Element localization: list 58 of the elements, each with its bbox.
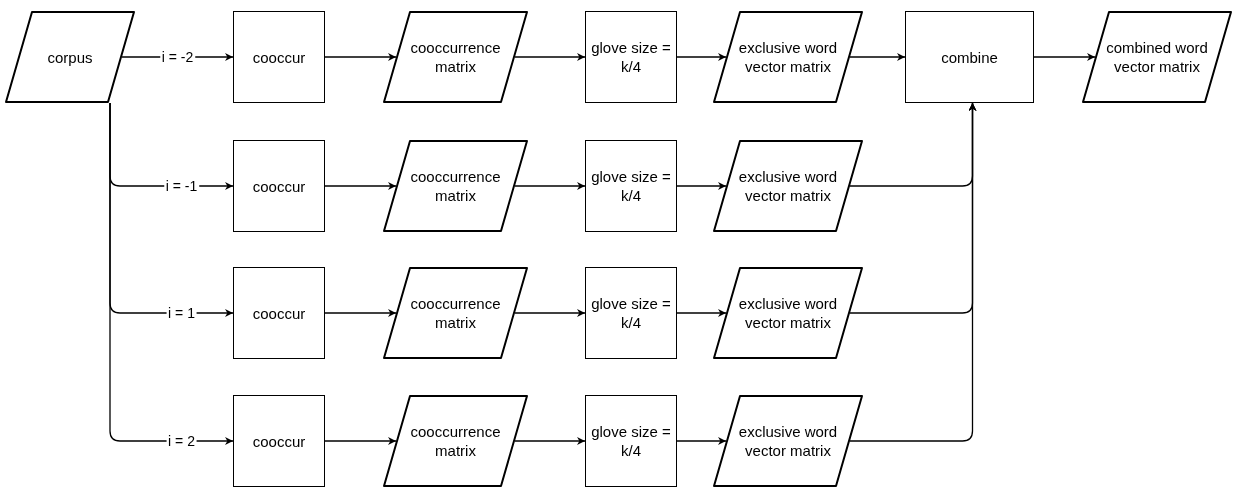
arrow (324, 182, 397, 190)
node-label: glove size = k/4 (590, 167, 672, 205)
node-label: cooccur (251, 176, 307, 196)
arrow (514, 182, 586, 190)
arrow (676, 437, 727, 445)
edge-label: i = 2 (166, 433, 197, 449)
arrow (324, 437, 397, 445)
node-label: cooccur (251, 431, 307, 451)
arrow (849, 53, 906, 61)
arrow (514, 309, 586, 317)
data-parallelogram (1082, 11, 1232, 103)
data-parallelogram (713, 267, 863, 359)
arrow (849, 102, 977, 442)
process-box (585, 140, 677, 232)
node-label: exclusive word vector matrix (737, 167, 839, 205)
data-parallelogram (713, 395, 863, 487)
node-label: glove size = k/4 (590, 294, 672, 332)
arrow (1033, 53, 1096, 61)
data-parallelogram (383, 140, 528, 232)
node-label: cooccurrence matrix (409, 38, 502, 76)
node-label: cooccur (251, 47, 307, 67)
arrow (676, 53, 727, 61)
node-label: cooccur (251, 303, 307, 323)
node-label: corpus (46, 47, 94, 67)
process-box (905, 11, 1034, 103)
edge-label: i = -2 (159, 49, 196, 65)
node-label: combine (940, 47, 999, 67)
node-label: exclusive word vector matrix (737, 422, 839, 460)
process-box (233, 267, 325, 359)
node-label: glove size = k/4 (590, 422, 672, 460)
edge-label: i = 1 (166, 305, 197, 321)
process-box (233, 11, 325, 103)
node-label: glove size = k/4 (590, 38, 672, 76)
data-parallelogram (713, 11, 863, 103)
process-box (585, 11, 677, 103)
node-label: cooccurrence matrix (409, 422, 502, 460)
data-parallelogram (713, 140, 863, 232)
data-parallelogram (383, 267, 528, 359)
data-parallelogram (5, 11, 135, 103)
node-label: exclusive word vector matrix (737, 38, 839, 76)
arrow (676, 182, 727, 190)
node-label: combined word vector matrix (1105, 38, 1209, 76)
node-label: cooccurrence matrix (409, 167, 502, 205)
arrow (324, 53, 397, 61)
edge-label: i = -1 (163, 178, 200, 194)
node-label: cooccurrence matrix (409, 294, 502, 332)
arrow (324, 309, 397, 317)
process-box (233, 140, 325, 232)
arrow (514, 53, 586, 61)
node-label: exclusive word vector matrix (737, 294, 839, 332)
arrow (676, 309, 727, 317)
process-box (585, 395, 677, 487)
process-box (233, 395, 325, 487)
arrow (514, 437, 586, 445)
data-parallelogram (383, 395, 528, 487)
process-box (585, 267, 677, 359)
arrow (109, 102, 234, 445)
data-parallelogram (383, 11, 528, 103)
